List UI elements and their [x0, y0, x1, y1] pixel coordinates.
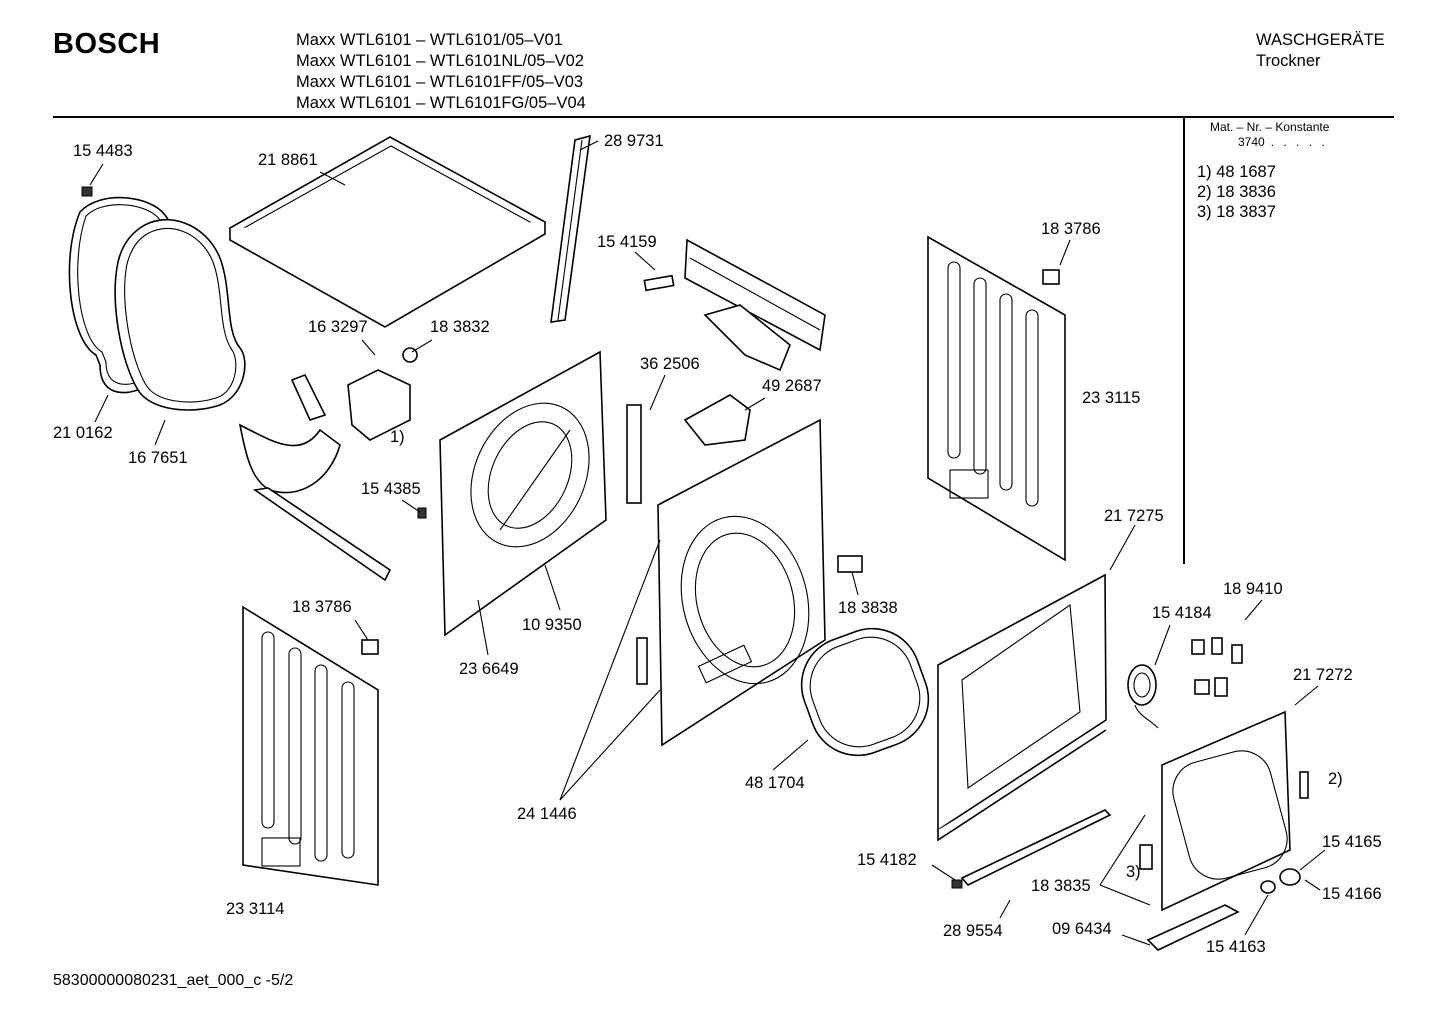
- part-label: 15 4163: [1206, 938, 1266, 956]
- side-panel-right-part: [927, 235, 1066, 562]
- footnote-marker: 3): [1126, 863, 1141, 881]
- bottom-strip-part: [960, 809, 1112, 886]
- leader-lines: [89, 140, 1326, 946]
- small-clip-part: [951, 879, 963, 889]
- front-panel-part: [937, 573, 1107, 842]
- part-label: 49 2687: [762, 377, 822, 395]
- small-clip-part: [417, 507, 427, 519]
- part-label: 21 0162: [53, 424, 113, 442]
- part-label: 15 4166: [1322, 885, 1382, 903]
- knob-part: [1260, 880, 1276, 894]
- brand-logo: BOSCH: [53, 28, 161, 60]
- part-label: 28 9731: [604, 132, 664, 150]
- model-line: Maxx WTL6101 – WTL6101FG/05–V04: [296, 94, 586, 112]
- part-label: 16 3297: [308, 318, 368, 336]
- part-label: 15 4165: [1322, 833, 1382, 851]
- constants-value-row: 3740 . . . . .: [1210, 135, 1329, 150]
- part-label: 15 4385: [361, 480, 421, 498]
- door-lock-part: [703, 304, 791, 372]
- part-label: 21 7275: [1104, 507, 1164, 525]
- part-label: 18 3838: [838, 599, 898, 617]
- part-label: 18 3835: [1031, 877, 1091, 895]
- sidebar-divider: [1183, 118, 1185, 564]
- footnote: 3) 18 3837: [1197, 203, 1276, 221]
- part-label: 15 4483: [73, 142, 133, 160]
- front-frame-part: [657, 418, 826, 747]
- part-label: 23 3115: [1082, 389, 1141, 407]
- part-label: 21 7272: [1293, 666, 1353, 684]
- part-label: 18 3786: [292, 598, 352, 616]
- part-label: 18 9410: [1223, 580, 1283, 598]
- side-panel-left-part: [242, 605, 379, 886]
- part-label: 28 9554: [943, 922, 1003, 940]
- drum-seal-inner: [124, 227, 237, 403]
- part-label: 24 1446: [517, 805, 577, 823]
- category-title: WASCHGERÄTE: [1256, 31, 1385, 49]
- footnote: 1) 48 1687: [1197, 163, 1276, 181]
- door-frame-part: [1161, 710, 1291, 912]
- part-label: 10 9350: [522, 616, 582, 634]
- model-list: Maxx WTL6101 – WTL6101/05–V01 Maxx WTL61…: [296, 30, 586, 114]
- air-duct-part: [238, 423, 341, 494]
- control-bracket-part: [684, 238, 826, 352]
- constants-block: Mat. – Nr. – Konstante 3740 . . . . .: [1210, 120, 1329, 150]
- door-handle-part: [636, 637, 648, 685]
- knob-part: [1279, 868, 1301, 886]
- model-line: Maxx WTL6101 – WTL6101/05–V01: [296, 31, 563, 49]
- door-seal-part: [800, 627, 930, 757]
- category-block: WASCHGERÄTE Trockner: [1256, 30, 1385, 72]
- hinge-bar-part: [626, 404, 642, 504]
- fan-motor-part: [1127, 664, 1159, 729]
- part-label: 48 1704: [745, 774, 805, 792]
- part-label: 23 6649: [459, 660, 519, 678]
- top-cover-part: [228, 136, 547, 328]
- model-line: Maxx WTL6101 – WTL6101FF/05–V03: [296, 73, 584, 91]
- part-label: 18 3786: [1041, 220, 1101, 238]
- bottom-rail-part: [252, 487, 392, 582]
- category-subtitle: Trockner: [1256, 52, 1321, 70]
- part-label: 15 4159: [597, 233, 657, 251]
- latch-part: [1042, 269, 1060, 285]
- part-label: 36 2506: [640, 355, 700, 373]
- part-label: 23 3114: [226, 900, 285, 918]
- constants-value: 3740: [1238, 135, 1265, 149]
- sensor-part: [837, 555, 863, 573]
- part-label: 15 4184: [1152, 604, 1212, 622]
- vertical-strip-part: [550, 134, 591, 323]
- hinge-part: [1299, 771, 1309, 799]
- part-label: 09 6434: [1052, 920, 1112, 938]
- document-code: 58300000080231_aet_000_c -5/2: [53, 972, 294, 989]
- bracket-kit-part: [1191, 637, 1243, 697]
- screw-part: [81, 186, 93, 197]
- header-divider: [53, 116, 1394, 118]
- model-line: Maxx WTL6101 – WTL6101NL/05–V02: [296, 52, 584, 70]
- part-label: 21 8861: [258, 151, 318, 169]
- footnote: 2) 18 3836: [1197, 183, 1276, 201]
- part-label: 15 4182: [857, 851, 917, 869]
- back-panel-part: [439, 350, 607, 637]
- part-label: 16 7651: [128, 449, 188, 467]
- handle-part: [1146, 904, 1240, 951]
- footnotes: 1) 48 1687 2) 18 3836 3) 18 3837: [1197, 162, 1276, 222]
- part-label: 18 3832: [430, 318, 490, 336]
- clip-part: [643, 274, 675, 292]
- footnote-marker: 2): [1328, 770, 1343, 788]
- constants-heading: Mat. – Nr. – Konstante: [1210, 120, 1330, 134]
- drum-seal-part: [114, 219, 246, 411]
- latch-part: [361, 639, 379, 655]
- footnote-marker: 1): [390, 428, 405, 446]
- hinge-part: [1139, 844, 1153, 870]
- constants-dots: . . . . .: [1270, 135, 1328, 149]
- heating-bracket-part: [347, 369, 411, 441]
- air-duct-upper: [290, 373, 327, 421]
- heater-block-part: [683, 394, 751, 446]
